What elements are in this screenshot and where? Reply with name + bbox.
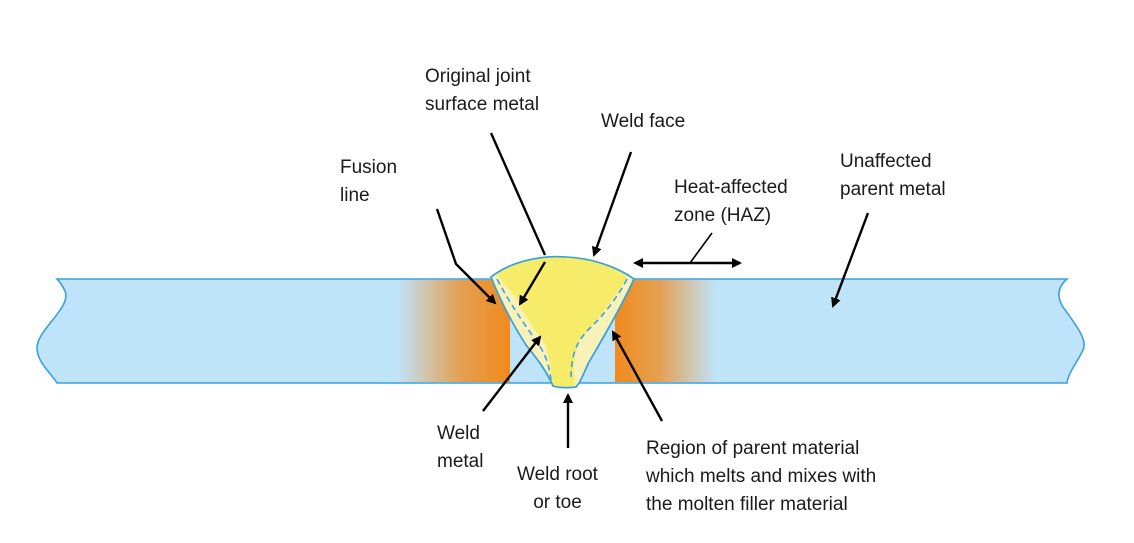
label-line: line — [340, 185, 370, 206]
label-line: Original joint — [425, 66, 531, 87]
label-weld-metal: Weld metal — [437, 420, 483, 476]
label-line: metal — [437, 451, 484, 472]
haz-left — [398, 280, 510, 382]
label-line: Weld root — [517, 464, 598, 485]
label-heat-affected-zone: Heat-affected zone (HAZ) — [674, 174, 788, 230]
arrow-original-joint-2 — [518, 261, 547, 306]
label-unaffected-parent-metal: Unaffected parent metal — [840, 148, 946, 204]
label-line: Heat-affected — [674, 177, 788, 198]
haz-right — [615, 280, 715, 382]
label-line: Weld face — [601, 111, 686, 132]
label-fusion-line: Fusion line — [340, 154, 397, 210]
label-weld-root-or-toe: Weld root or toe — [517, 461, 598, 517]
label-line: the molten filler material — [646, 494, 848, 515]
leader-haz — [689, 232, 713, 264]
label-line: Fusion — [340, 157, 398, 178]
label-weld-face: Weld face — [601, 108, 685, 136]
label-melted-region: Region of parent material which melts an… — [646, 435, 876, 519]
label-line: surface metal — [425, 94, 540, 115]
arrow-fusion-line — [435, 208, 497, 305]
arrow-weld-face — [591, 151, 633, 257]
arrow-unaffected — [831, 212, 870, 308]
label-line: Weld — [437, 423, 480, 444]
arrow-region — [611, 330, 664, 422]
original-joint-line-right — [570, 278, 628, 381]
fusion-line-outline — [490, 255, 636, 389]
arrow-original-joint — [489, 132, 547, 256]
label-line: parent metal — [840, 179, 946, 200]
label-original-joint-surface-metal: Original joint surface metal — [425, 63, 539, 119]
label-line: Region of parent material — [646, 438, 860, 459]
label-line: or toe — [533, 492, 582, 513]
arrow-weld-metal — [482, 335, 542, 412]
label-line: zone (HAZ) — [674, 205, 772, 226]
label-line: which melts and mixes with — [646, 466, 877, 487]
label-line: Unaffected — [840, 151, 932, 172]
